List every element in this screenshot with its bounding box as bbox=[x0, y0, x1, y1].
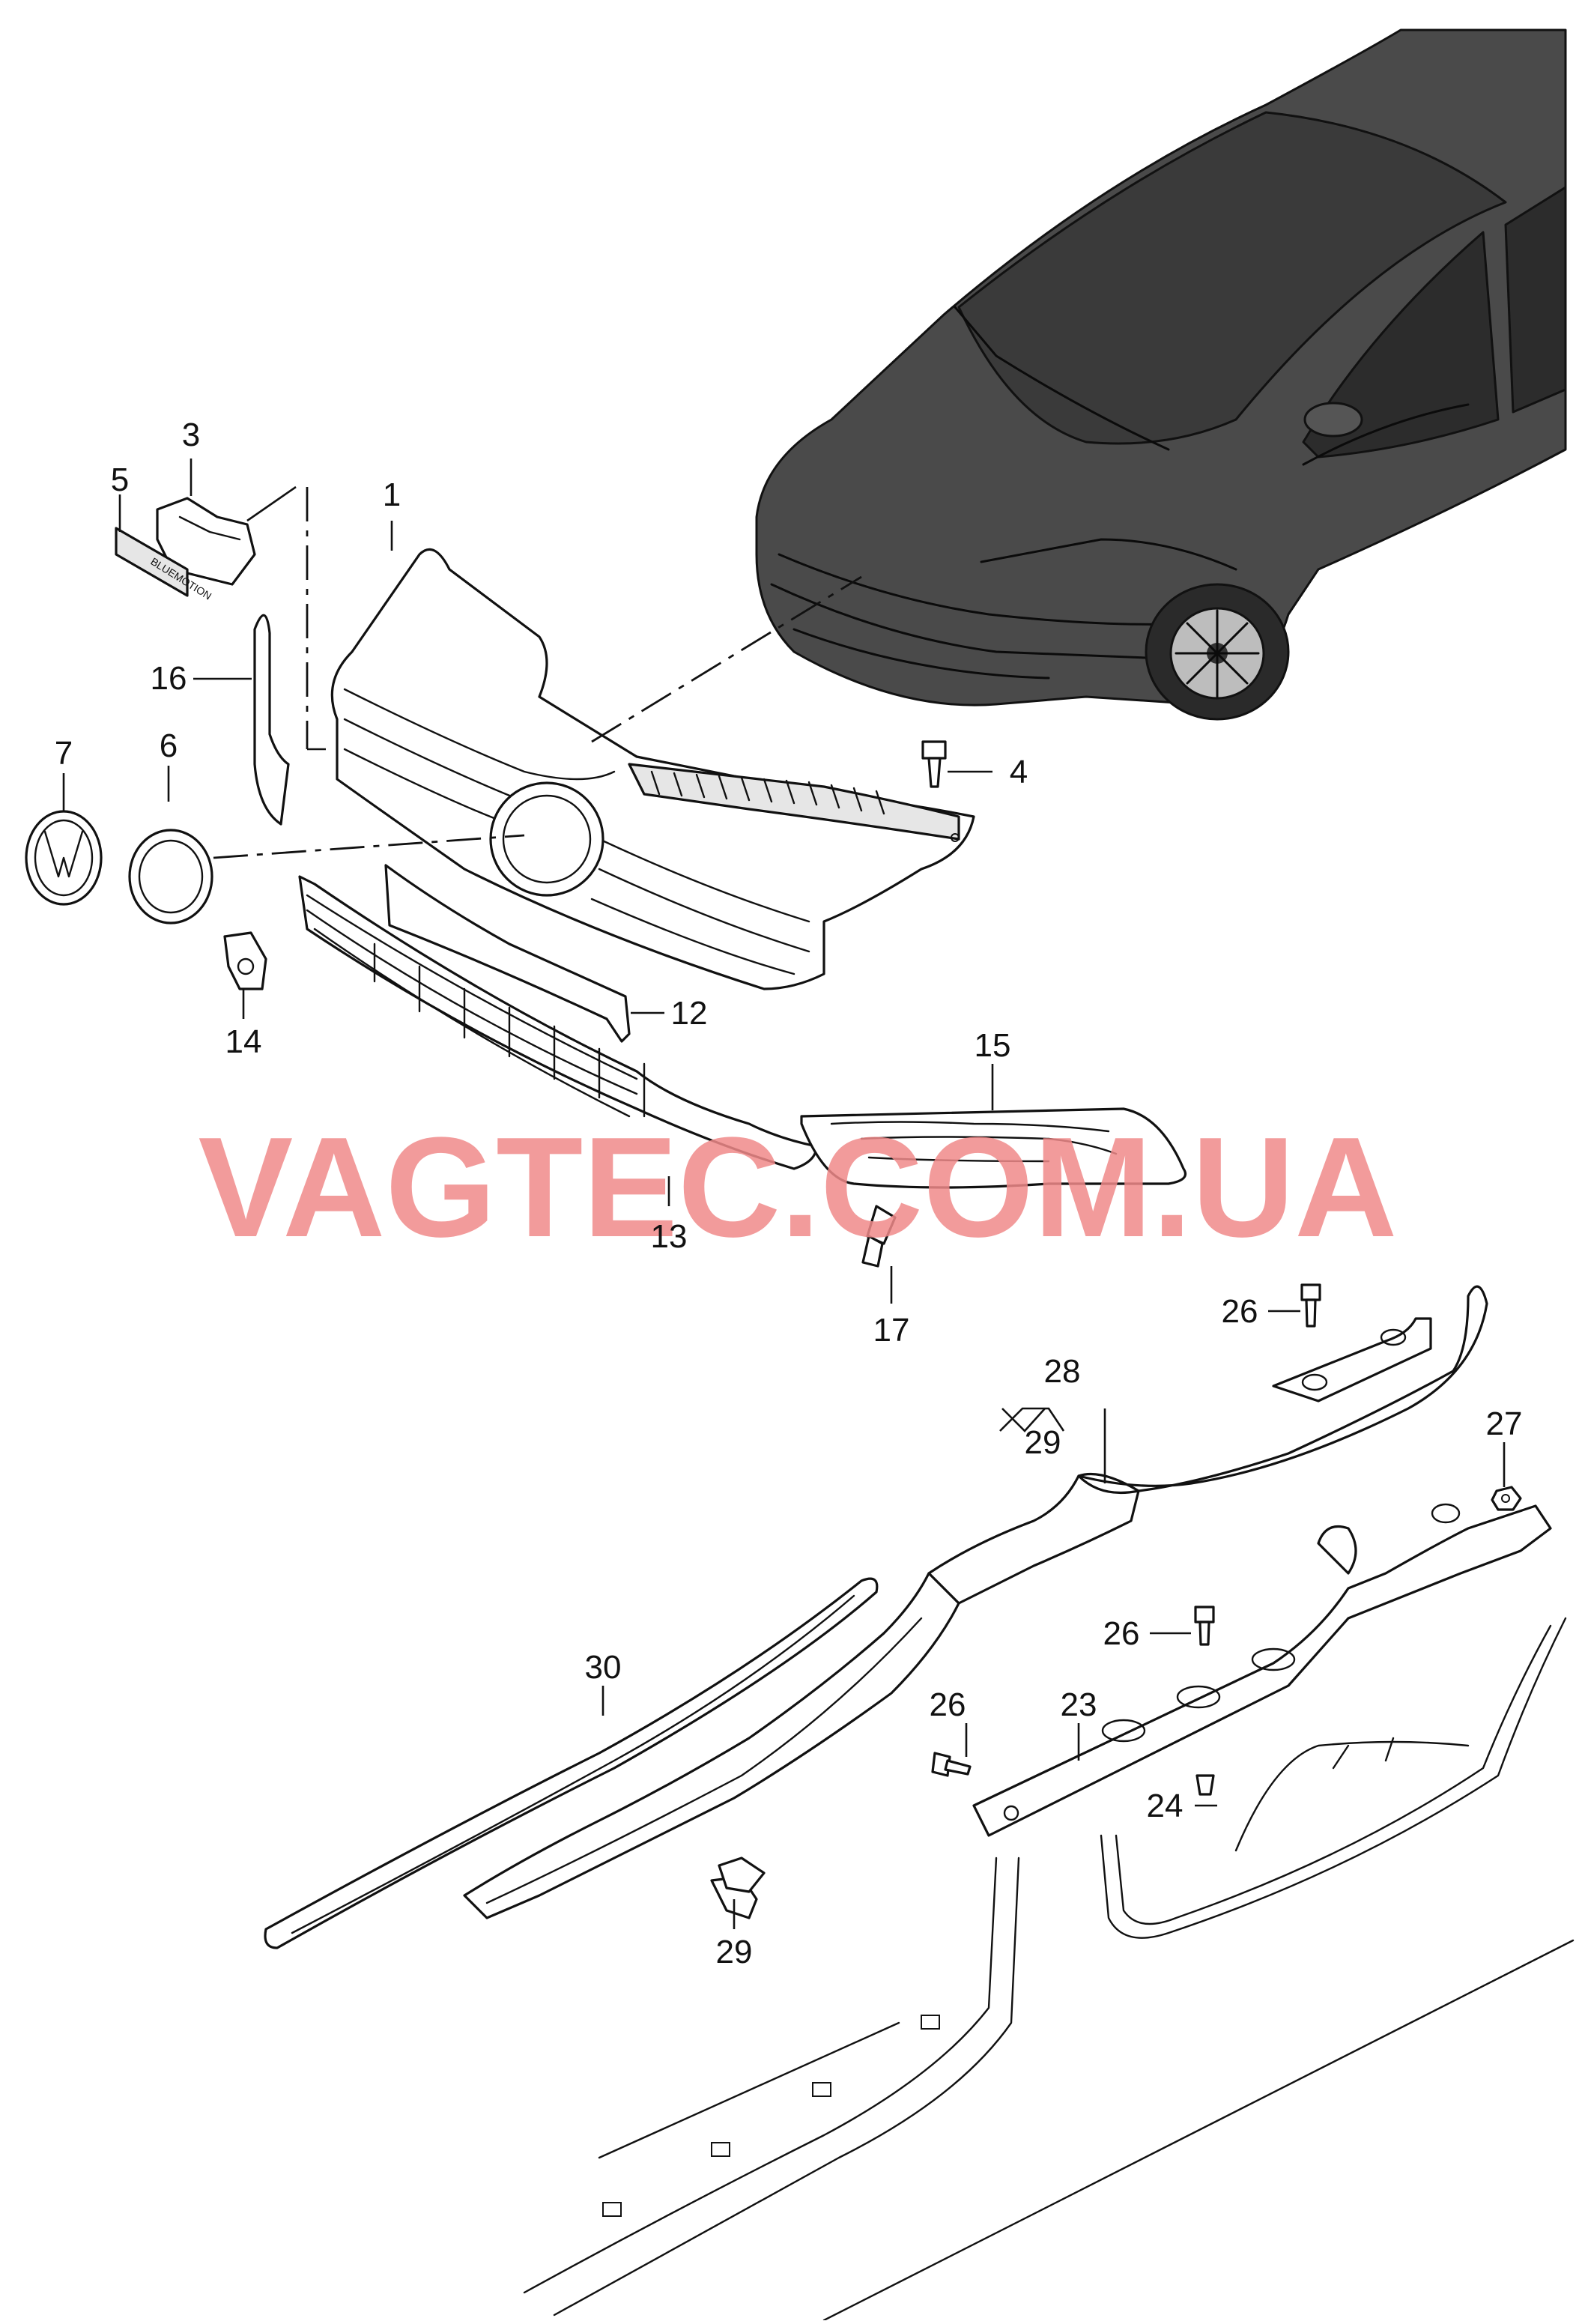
upper-grille-part-1 bbox=[330, 548, 975, 990]
callout-5: 5 bbox=[111, 462, 129, 498]
callout-labels: 1 3 4 5 6 7 12 13 14 15 16 17 23 24 26 2… bbox=[55, 417, 1523, 1970]
bracket-part-23 bbox=[972, 1503, 1552, 1837]
bolt-part-26-a bbox=[1300, 1283, 1321, 1328]
callout-3: 3 bbox=[182, 417, 200, 453]
callout-26-a: 26 bbox=[1222, 1293, 1258, 1330]
license-plate-bracket-part-12 bbox=[384, 864, 631, 1043]
sill-trim-strip-part-30 bbox=[264, 1577, 879, 1949]
emblem-bracket-part-3 bbox=[156, 497, 256, 586]
bolt-part-26-b bbox=[1194, 1606, 1215, 1646]
callout-13: 13 bbox=[651, 1218, 688, 1255]
callout-14: 14 bbox=[225, 1023, 262, 1060]
callout-12: 12 bbox=[671, 995, 708, 1032]
callout-17: 17 bbox=[873, 1312, 910, 1349]
callout-23: 23 bbox=[1061, 1686, 1097, 1723]
grille-bracket-part-16 bbox=[253, 614, 290, 826]
callout-28: 28 bbox=[1044, 1353, 1081, 1390]
callout-27: 27 bbox=[1486, 1405, 1523, 1442]
callout-15: 15 bbox=[975, 1027, 1011, 1064]
bolt-part-26-c bbox=[931, 1752, 972, 1777]
bracket-part-14 bbox=[223, 931, 267, 990]
callout-24: 24 bbox=[1147, 1788, 1184, 1824]
screw-part-4 bbox=[921, 740, 947, 788]
callout-29-a: 29 bbox=[1025, 1424, 1061, 1461]
fastener-part-24 bbox=[1195, 1774, 1215, 1796]
car-illustration bbox=[755, 28, 1567, 721]
vw-emblem-part-7 bbox=[25, 810, 103, 906]
callout-4: 4 bbox=[1010, 754, 1028, 790]
emblem-ring-part-6 bbox=[128, 829, 213, 925]
fog-light-trim-part-15 bbox=[800, 1107, 1187, 1189]
callout-16: 16 bbox=[151, 660, 187, 697]
clip-part-29 bbox=[718, 1857, 766, 1893]
callout-6: 6 bbox=[160, 727, 178, 764]
nut-part-27 bbox=[1491, 1486, 1522, 1511]
sill-panel-part-29 bbox=[463, 1572, 960, 1919]
callout-30: 30 bbox=[585, 1649, 622, 1686]
callout-26-b: 26 bbox=[1103, 1615, 1140, 1652]
side-sill-trim-part-28 bbox=[927, 1285, 1488, 1605]
callout-1: 1 bbox=[383, 476, 401, 513]
screw-part-17 bbox=[861, 1205, 897, 1268]
assembly-lines bbox=[213, 485, 862, 859]
watermark-text: VAGTEC.COM.UA bbox=[198, 1108, 1398, 1267]
body-sill-outline bbox=[523, 1617, 1575, 2322]
leader-lines bbox=[62, 459, 1506, 1929]
callout-26-c: 26 bbox=[930, 1686, 966, 1723]
callout-29-b: 29 bbox=[716, 1934, 753, 1970]
callout-7: 7 bbox=[55, 735, 73, 772]
